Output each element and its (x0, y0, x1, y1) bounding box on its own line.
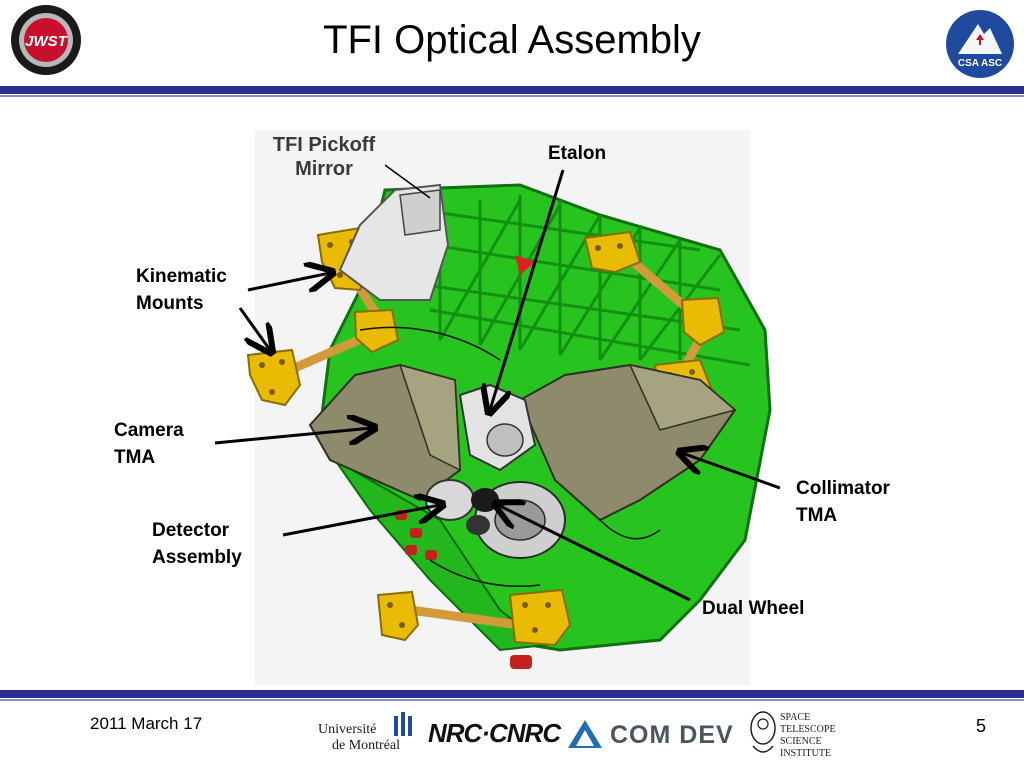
label-detector-assembly: Detector Assembly (152, 520, 242, 568)
comdev-mark-icon (568, 720, 602, 748)
jwst-logo-text: JWST (25, 33, 69, 50)
label-etalon: Etalon (548, 143, 607, 164)
stsci-line1: SPACE (780, 712, 811, 723)
udem-crest-icon (394, 712, 412, 736)
header-rule-thin (0, 95, 1024, 97)
stsci-emblem-icon (750, 711, 776, 753)
page-number: 5 (976, 716, 987, 736)
label-dual-wheel: Dual Wheel (702, 598, 805, 619)
footer-rule-thin (0, 699, 1024, 701)
udem-line2: de Montréal (332, 738, 401, 753)
footer-rule (0, 690, 1024, 698)
jwst-logo: JWST (10, 4, 82, 76)
stsci-line2: TELESCOPE (780, 724, 836, 735)
comdev-text: COM DEV (610, 721, 734, 749)
label-camera-tma: Camera TMA (114, 420, 184, 468)
slide-title: TFI Optical Assembly (323, 18, 701, 62)
label-collimator-tma: Collimator TMA (796, 478, 890, 526)
comdev-logo: COM DEV (566, 716, 736, 752)
footer-date: 2011 March 17 (90, 714, 203, 733)
udem-logo: Université de Montréal (318, 712, 418, 754)
nrc-logo: NRC·CNRC (428, 718, 561, 748)
csa-logo-text: CSA ASC (958, 58, 1002, 69)
label-pickoff-mirror: TFI Pickoff Mirror (272, 134, 376, 180)
header-rule (0, 86, 1024, 94)
label-kinematic-mounts: Kinematic Mounts (136, 266, 227, 314)
stsci-line4: INSTITUTE (780, 748, 832, 759)
csa-logo: CSA ASC (944, 8, 1016, 80)
udem-line1: Université (318, 722, 377, 737)
stsci-logo: SPACE TELESCOPE SCIENCE INSTITUTE (748, 710, 838, 762)
stsci-line3: SCIENCE (780, 736, 822, 747)
